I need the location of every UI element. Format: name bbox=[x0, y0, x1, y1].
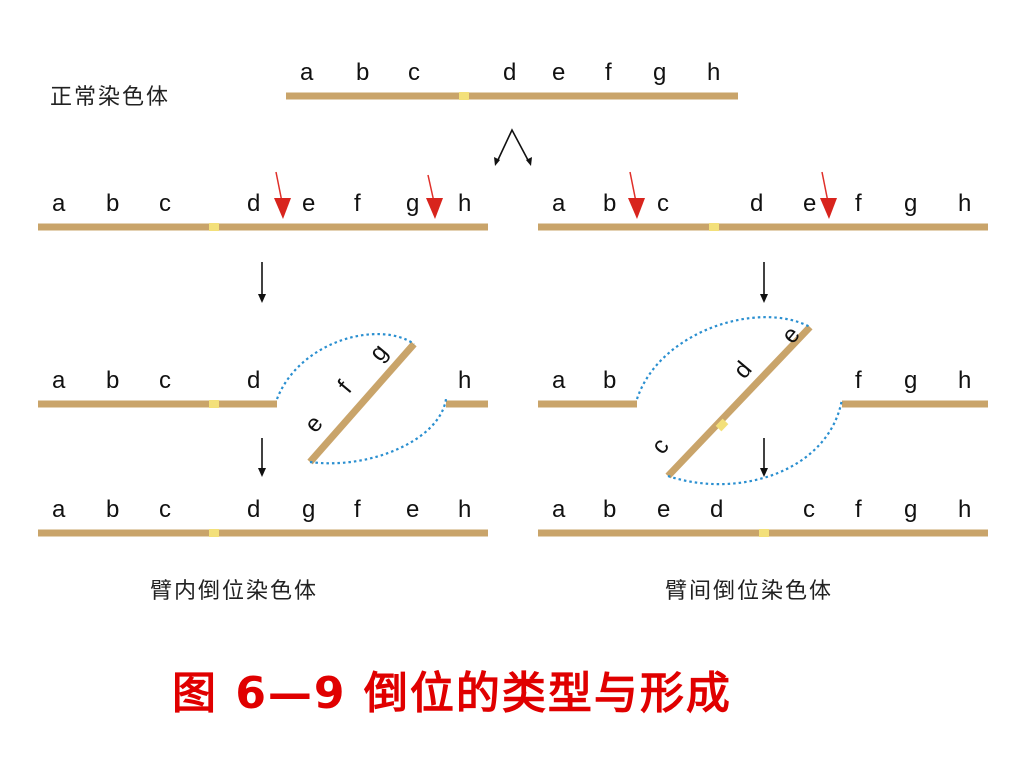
inverted-segment bbox=[665, 324, 813, 479]
pairing-loop-lower bbox=[667, 398, 844, 486]
gene-label: h bbox=[458, 190, 471, 217]
gene-label: f bbox=[855, 367, 862, 394]
paracentric-loop-row: a b c d h e f g bbox=[38, 332, 488, 465]
pairing-loop-upper bbox=[275, 332, 415, 400]
pericentric-row3: a b e d c f g h bbox=[538, 496, 988, 537]
gene-label: b bbox=[106, 367, 119, 394]
gene-label: c bbox=[159, 367, 171, 394]
pericentric-label: 臂间倒位染色体 bbox=[665, 579, 833, 604]
figure-caption: 图 6—9 倒位的类型与形成 bbox=[172, 668, 732, 719]
gene-label: g bbox=[406, 190, 419, 217]
gene-label: e bbox=[657, 496, 670, 523]
pairing-loop-lower bbox=[309, 398, 448, 465]
centromere bbox=[759, 529, 769, 537]
gene-label: h bbox=[707, 59, 720, 86]
centromere bbox=[209, 400, 219, 408]
centromere bbox=[209, 223, 219, 231]
gene-label: e bbox=[406, 496, 419, 523]
centromere bbox=[459, 92, 469, 100]
gene-label: c bbox=[408, 59, 420, 86]
branch-arrows bbox=[496, 128, 530, 163]
down-arrowhead bbox=[760, 468, 768, 477]
pericentric-row1: a b c d e f g h bbox=[538, 171, 988, 231]
loop-gene-label: c bbox=[646, 433, 674, 460]
break-arrowhead bbox=[274, 198, 291, 219]
gene-label: d bbox=[247, 496, 260, 523]
down-arrowhead bbox=[258, 294, 266, 303]
gene-label: b bbox=[106, 496, 119, 523]
paracentric-row3: a b c d g f e h bbox=[38, 496, 488, 537]
gene-label: f bbox=[354, 496, 361, 523]
gene-label: f bbox=[605, 59, 612, 86]
gene-label: a bbox=[552, 496, 566, 523]
branch-arrowhead-right bbox=[526, 157, 532, 166]
gene-label: c bbox=[803, 496, 815, 523]
gene-label: a bbox=[52, 496, 66, 523]
gene-label: e bbox=[803, 190, 816, 217]
gene-label: g bbox=[653, 59, 666, 86]
gene-label: a bbox=[52, 190, 66, 217]
down-arrowhead bbox=[258, 468, 266, 477]
down-arrowhead bbox=[760, 294, 768, 303]
gene-label: f bbox=[855, 496, 862, 523]
gene-label: a bbox=[300, 59, 314, 86]
gene-label: h bbox=[958, 496, 971, 523]
break-arrow bbox=[427, 174, 435, 203]
gene-label: a bbox=[52, 367, 66, 394]
gene-label: g bbox=[904, 496, 917, 523]
paracentric-label: 臂内倒位染色体 bbox=[150, 579, 318, 604]
gene-label: e bbox=[302, 190, 315, 217]
break-arrow bbox=[821, 171, 829, 203]
loop-gene-label: e bbox=[299, 410, 328, 438]
normal-chromosome: a b c d e f g h bbox=[286, 59, 738, 100]
gene-label: a bbox=[552, 190, 566, 217]
branch-arrowhead-left bbox=[494, 157, 500, 166]
gene-label: f bbox=[354, 190, 361, 217]
gene-label: c bbox=[159, 190, 171, 217]
break-arrowhead bbox=[426, 198, 443, 219]
gene-label: g bbox=[904, 190, 917, 217]
gene-label: d bbox=[503, 59, 516, 86]
normal-chromosome-label: 正常染色体 bbox=[50, 85, 170, 110]
loop-gene-label: g bbox=[364, 339, 393, 367]
gene-label: a bbox=[552, 367, 566, 394]
gene-label: d bbox=[247, 190, 260, 217]
gene-label: c bbox=[657, 190, 669, 217]
paracentric-row1: a b c d e f g h bbox=[38, 171, 488, 231]
gene-label: g bbox=[904, 367, 917, 394]
gene-label: f bbox=[855, 190, 862, 217]
gene-label: h bbox=[958, 190, 971, 217]
gene-label: c bbox=[159, 496, 171, 523]
break-arrowhead bbox=[820, 198, 837, 219]
gene-label: e bbox=[552, 59, 565, 86]
gene-label: g bbox=[302, 496, 315, 523]
loop-gene-label: f bbox=[333, 376, 358, 399]
loop-gene-label: d bbox=[728, 356, 757, 384]
gene-label: h bbox=[458, 367, 471, 394]
inverted-segment bbox=[307, 341, 417, 465]
gene-label: b bbox=[106, 190, 119, 217]
centromere bbox=[709, 223, 719, 231]
break-arrow bbox=[629, 171, 637, 203]
gene-label: h bbox=[458, 496, 471, 523]
gene-label: d bbox=[710, 496, 723, 523]
gene-label: b bbox=[603, 496, 616, 523]
gene-label: d bbox=[247, 367, 260, 394]
centromere bbox=[209, 529, 219, 537]
gene-label: b bbox=[603, 367, 616, 394]
break-arrow bbox=[275, 171, 283, 203]
gene-label: b bbox=[356, 59, 369, 86]
centromere bbox=[715, 418, 729, 432]
loop-gene-label: e bbox=[776, 321, 805, 349]
gene-label: d bbox=[750, 190, 763, 217]
break-arrowhead bbox=[628, 198, 645, 219]
gene-label: b bbox=[603, 190, 616, 217]
gene-label: h bbox=[958, 367, 971, 394]
pericentric-loop-row: a b f g h c d e bbox=[538, 316, 988, 486]
